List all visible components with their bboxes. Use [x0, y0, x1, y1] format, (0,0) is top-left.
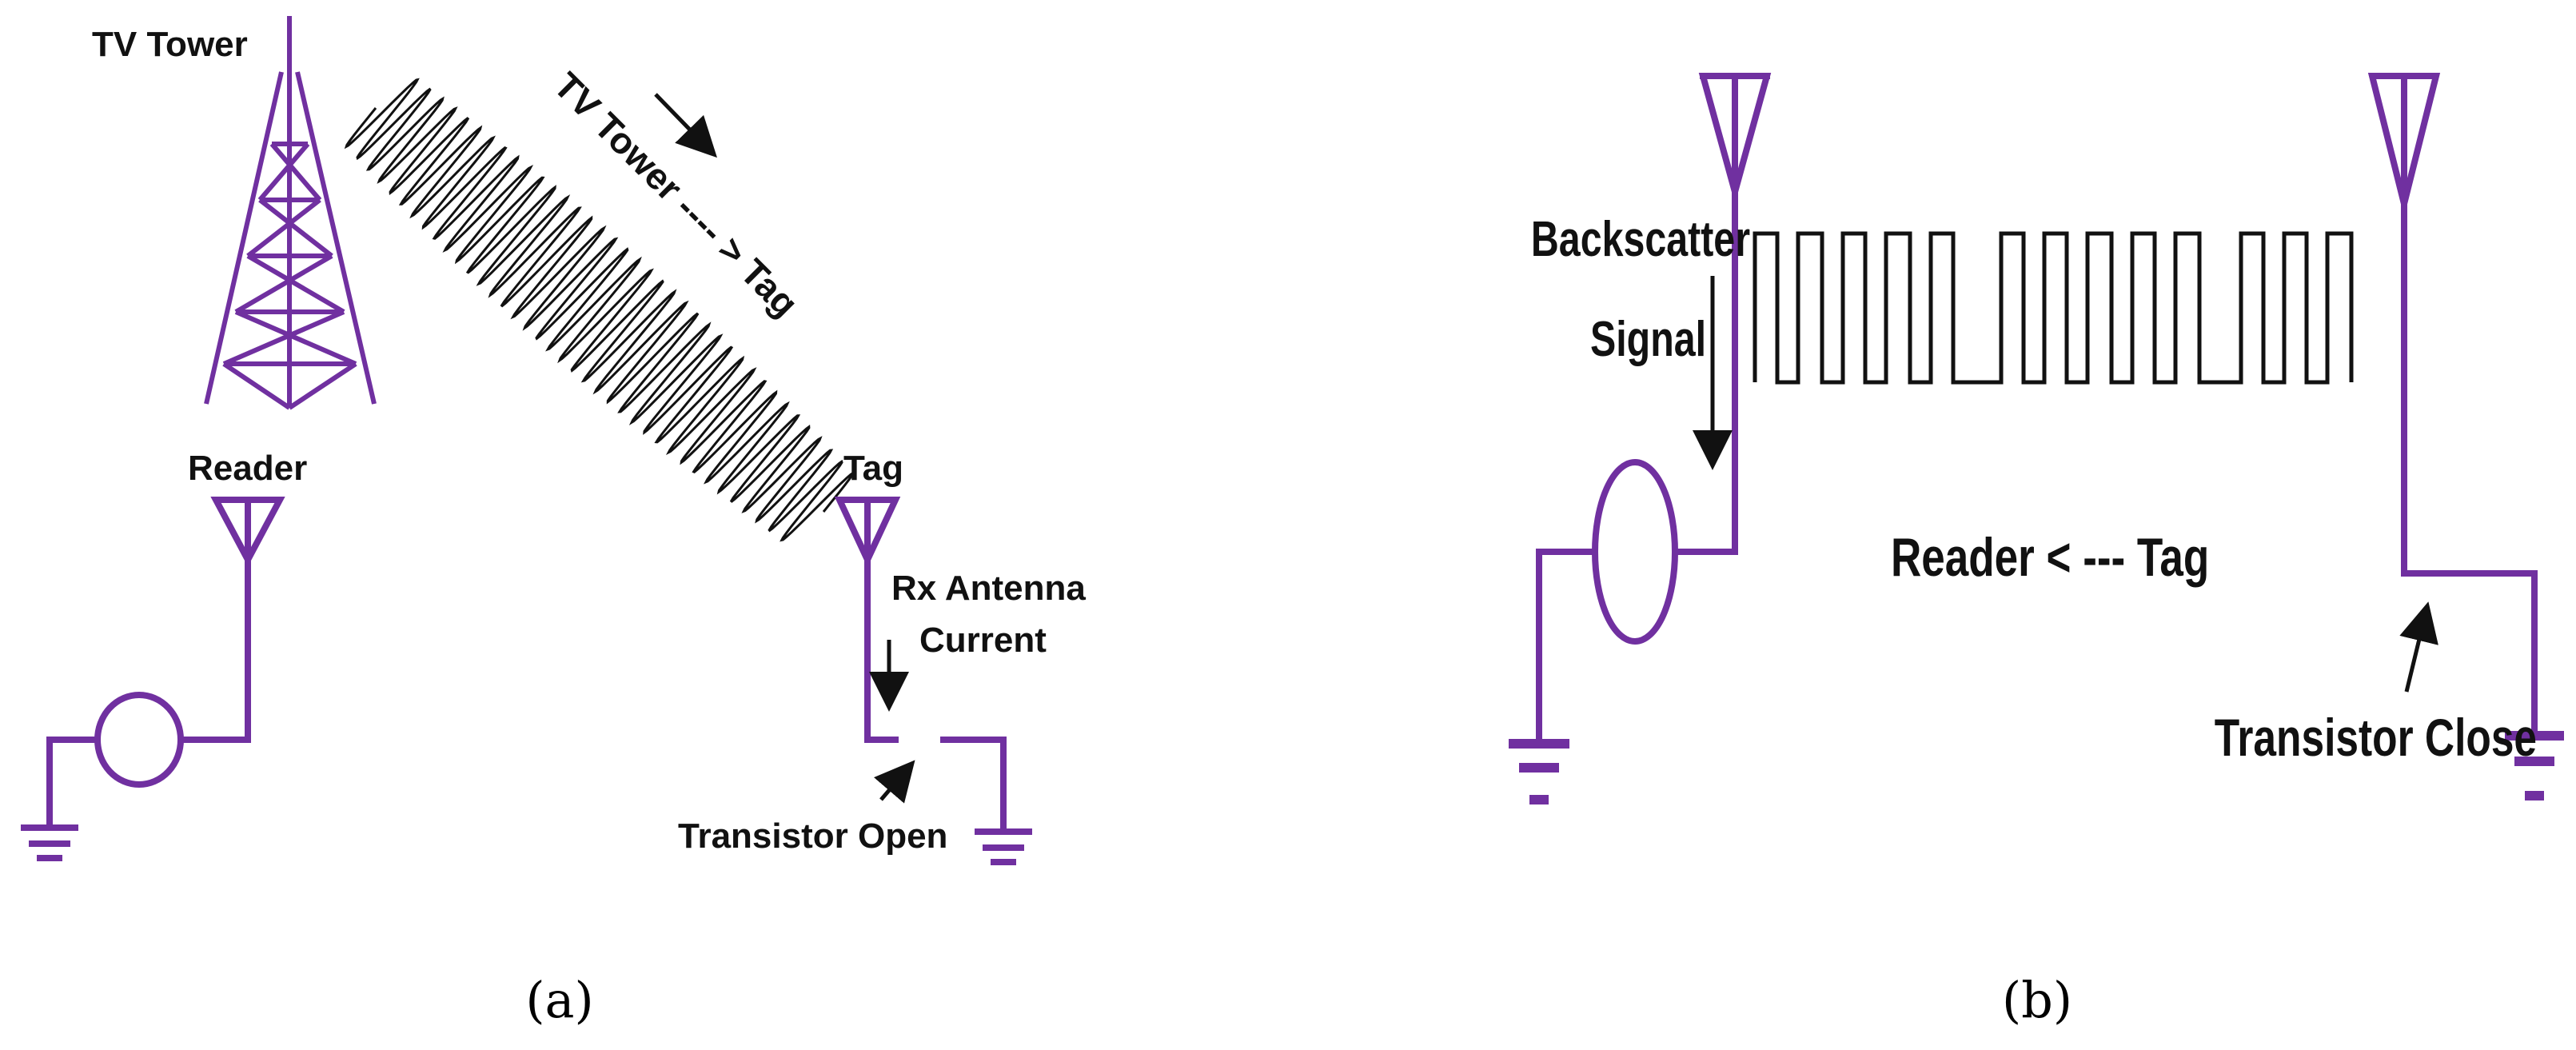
rx-current-label: Current: [919, 621, 1047, 660]
reader-antenna-icon: [210, 497, 285, 567]
reader-wire-b: [1672, 189, 1738, 555]
reader-source-icon: [94, 692, 184, 788]
tag-antenna-icon: [834, 497, 901, 568]
caption-a: (a): [525, 971, 593, 1029]
signal-label: Signal: [1590, 311, 1706, 366]
tag-wire-b: [2401, 201, 2538, 735]
tv-tower-label: TV Tower: [92, 25, 248, 64]
tag-ground-wire: [940, 737, 1007, 831]
reader-ground-icon: [21, 824, 78, 861]
rf-wave: [344, 78, 855, 542]
backscatter-square-wave: [1753, 231, 2354, 385]
tv-tower-icon: [204, 16, 377, 410]
panel-a: TV Tower TV Tower ---- > Tag Reader Tag: [21, 16, 1086, 1029]
tag-wire: [864, 557, 899, 743]
tag-label: Tag: [843, 449, 903, 488]
tag-ground-icon-b: [2505, 731, 2564, 800]
reader-ground-wire: [46, 737, 101, 827]
direction-arrow: [654, 93, 717, 158]
tower-to-tag-label: TV Tower ---- > Tag: [546, 64, 807, 325]
transistor-close-arrow: [2399, 601, 2438, 693]
transistor-arrow: [873, 760, 915, 804]
panel-b: Backscatter Signal Reader < --- Tag Tran…: [1509, 73, 2564, 1029]
tag-ground-icon: [975, 828, 1032, 865]
rx-antenna-label: Rx Antenna: [891, 569, 1086, 608]
reader-tag-label: Reader < --- Tag: [1891, 527, 2209, 588]
tag-antenna-icon-b: [2367, 73, 2441, 207]
reader-source-icon-b: [1592, 459, 1678, 645]
transistor-open-label: Transistor Open: [678, 816, 947, 856]
reader-ground-wire-b: [1536, 549, 1598, 743]
transistor-close-label: Transistor Close: [2215, 708, 2537, 768]
reader-wire: [179, 557, 251, 743]
reader-ground-icon-b: [1509, 739, 1569, 804]
reader-label: Reader: [188, 449, 307, 488]
backscatter-label: Backscatter: [1531, 211, 1750, 266]
caption-b: (b): [2002, 971, 2072, 1029]
reader-antenna-icon-b: [1698, 73, 1772, 205]
